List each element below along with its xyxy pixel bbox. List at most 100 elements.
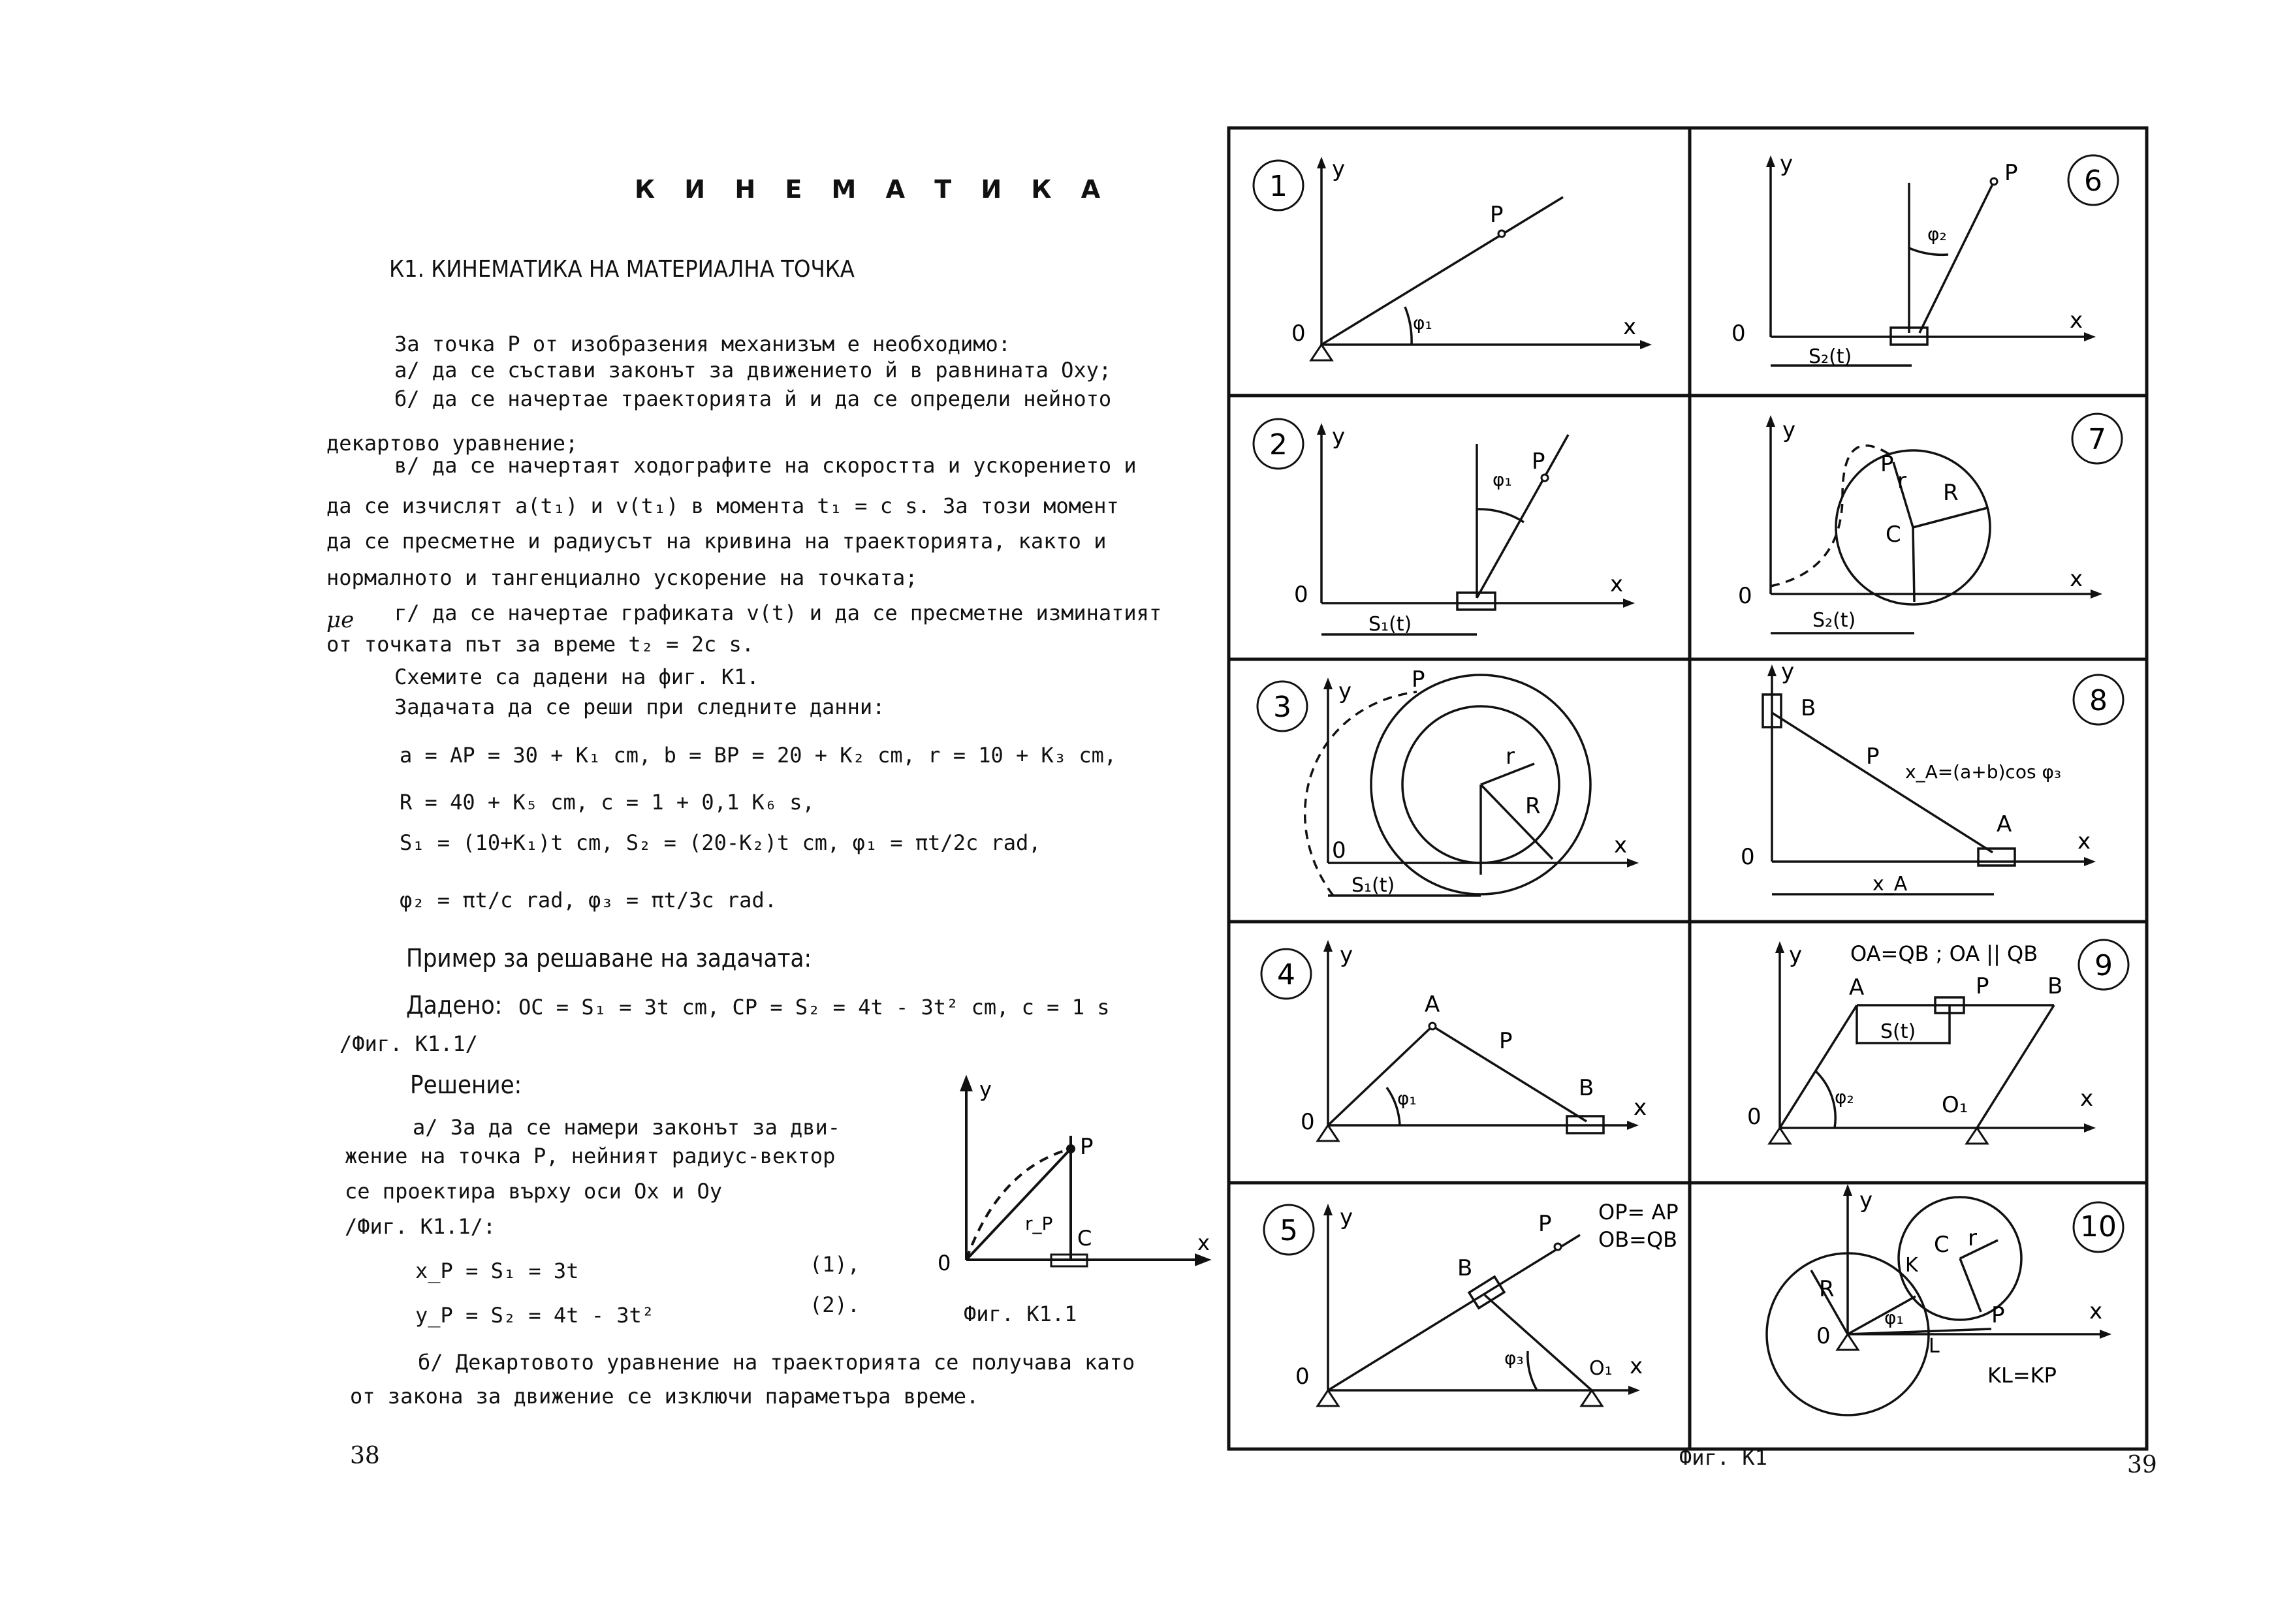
p5-o: 0 [1295, 1364, 1310, 1390]
p9-o1: O₁ [1942, 1092, 1968, 1118]
equation-2: y_P = S₂ = 4t - 3t² [415, 1303, 655, 1328]
formula-line: R = 40 + K₅ cm, c = 1 + 0,1 K₆ s, [400, 790, 815, 815]
p8-b: B [1801, 695, 1816, 721]
p10-x: x [2089, 1298, 2102, 1324]
text-line: в/ да се начертаят ходографите на скорос… [394, 453, 1137, 478]
margin-note: μe [326, 607, 355, 633]
p8-x: x [2078, 828, 2091, 854]
p10-k: K [1905, 1254, 1919, 1277]
p6-s2: S₂(t) [1809, 345, 1852, 368]
p10-c: C [1934, 1232, 1950, 1258]
text-line: декартово уравнение; [326, 431, 578, 456]
example-heading: Пример за решаване на задачата: [406, 944, 812, 973]
p9-p: P [1976, 973, 1989, 999]
axis-y-label: y [979, 1077, 992, 1102]
page-title: К И Н Е М А Т И К А [635, 175, 1111, 204]
p7-r: r [1897, 468, 1906, 494]
p4-b: B [1579, 1075, 1594, 1101]
radius-vector-label: r_P [1025, 1213, 1052, 1234]
formula-line: S₁ = (10+K₁)t cm, S₂ = (20-K₂)t cm, φ₁ =… [400, 830, 1041, 855]
p10-y: y [1859, 1187, 1872, 1213]
p9-x: x [2080, 1085, 2093, 1112]
p8-formula: x_A=(a+b)cos φ₃ [1905, 761, 2061, 783]
p8-xa: x_A [1872, 873, 1908, 896]
p2-p: P [1532, 448, 1545, 475]
p9-phi2: φ₂ [1835, 1086, 1854, 1108]
p5-y: y [1340, 1204, 1353, 1230]
text-line: от точката път за време t₂ = 2c s. [326, 632, 755, 657]
text-line: За точка P от изобразения механизъм е не… [394, 332, 1011, 356]
panel-number-6: 6 [2084, 164, 2102, 198]
p10-o: 0 [1816, 1323, 1831, 1349]
text-line: да се пресметне и радиусът на кривина на… [326, 529, 1107, 554]
section-heading: К1. КИНЕМАТИКА НА МАТЕРИАЛНА ТОЧКА [389, 256, 855, 283]
p2-y: y [1332, 424, 1345, 450]
p7-R: R [1943, 480, 1959, 506]
panel-number-5: 5 [1280, 1214, 1298, 1247]
p9-a: A [1849, 975, 1864, 1001]
p1-phi1: φ₁ [1413, 312, 1432, 334]
p5-formula-op: OP= AP [1598, 1200, 1679, 1225]
text-line: от закона за движение се изключи парамет… [350, 1384, 979, 1409]
p6-x: x [2070, 307, 2083, 334]
text-line: г/ да се начертае графиката v(t) и да се… [394, 601, 1162, 625]
p3-o: 0 [1332, 837, 1346, 864]
p6-p: P [2004, 160, 2018, 186]
text-line: Схемите са дадени на фиг. К1. [394, 664, 759, 689]
given-label: Дадено: [406, 991, 503, 1020]
formula-line: φ₂ = πt/c rad, φ₃ = πt/3c rad. [400, 888, 777, 913]
point-c-label: C [1077, 1226, 1092, 1251]
text-line: б/ да се начертае траекторията й и да се… [394, 386, 1112, 411]
p8-p: P [1866, 743, 1880, 770]
p1-y: y [1332, 156, 1345, 182]
solution-line: се проектира върху оси Ox и Oy [345, 1179, 722, 1204]
p7-s2: S₂(t) [1812, 609, 1856, 632]
given-fig-ref: /Фиг. К1.1/ [340, 1031, 478, 1056]
formula-line: a = AP = 30 + K₁ cm, b = BP = 20 + K₂ cm… [400, 743, 1117, 768]
p10-phi1: φ₁ [1884, 1307, 1904, 1328]
p6-y: y [1780, 151, 1793, 177]
p2-s1: S₁(t) [1368, 613, 1412, 636]
panel-number-4: 4 [1277, 958, 1295, 992]
panel-number-7: 7 [2088, 423, 2106, 456]
p4-a: A [1425, 992, 1440, 1018]
p10-R: R [1819, 1276, 1835, 1302]
p10-r: r [1968, 1225, 1977, 1251]
p3-y: y [1338, 678, 1351, 704]
panel-number-10: 10 [2080, 1210, 2117, 1243]
p8-a: A [1997, 811, 2012, 837]
p4-y: y [1340, 942, 1353, 968]
p6-o: 0 [1731, 320, 1746, 347]
p3-p: P [1412, 666, 1425, 693]
p2-x: x [1610, 571, 1623, 597]
p3-R: R [1525, 793, 1541, 819]
p9-formula: OA=QB ; OA || QB [1850, 941, 2038, 966]
page-number-right: 39 [2127, 1452, 2157, 1478]
p3-r: r [1506, 743, 1515, 770]
p7-y: y [1782, 417, 1795, 443]
text-line: нормалното и тангенциално ускорение на т… [326, 565, 918, 590]
text-line: да се изчислят a(t₁) и v(t₁) в момента t… [326, 493, 1119, 518]
p1-x: x [1623, 314, 1636, 340]
p5-phi3: φ₃ [1504, 1347, 1524, 1369]
p7-x: x [2070, 566, 2083, 592]
p8-o: 0 [1741, 844, 1755, 870]
p7-c: C [1886, 522, 1901, 548]
p10-p: P [1991, 1302, 2005, 1328]
p4-phi1: φ₁ [1397, 1087, 1417, 1109]
solution-line: жение на точка P, нейният радиус-вектор [345, 1144, 836, 1168]
p4-p: P [1499, 1028, 1513, 1054]
page-number-left: 38 [350, 1443, 380, 1469]
p2-o: 0 [1294, 582, 1308, 608]
p1-p: P [1490, 202, 1504, 228]
p7-o: 0 [1738, 583, 1752, 609]
p4-o: 0 [1301, 1109, 1315, 1135]
panel-number-9: 9 [2094, 949, 2113, 982]
solution-heading: Решение: [410, 1070, 522, 1099]
p6-phi2: φ₂ [1927, 223, 1947, 245]
p8-y: y [1781, 659, 1794, 685]
p9-y: y [1789, 942, 1802, 968]
p9-o: 0 [1747, 1104, 1762, 1130]
text-line: а/ да се състави законът за движението й… [394, 358, 1112, 383]
